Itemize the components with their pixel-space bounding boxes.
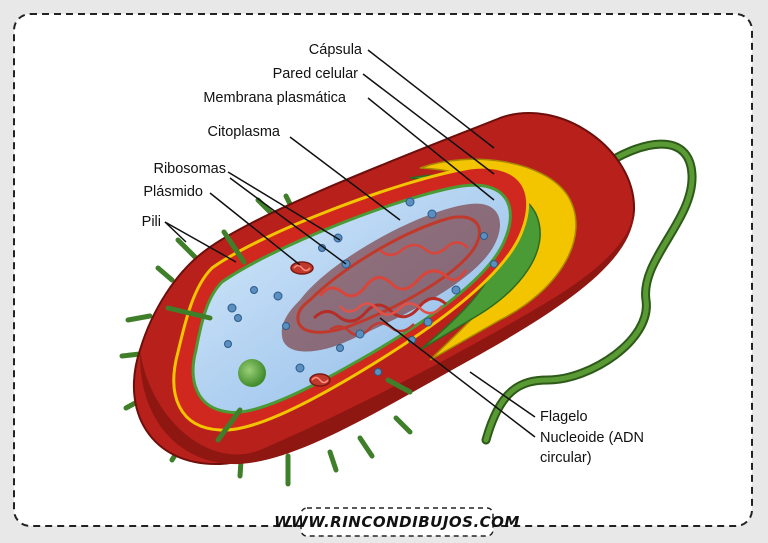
- label-capsula: Cápsula: [309, 42, 363, 58]
- label-plasmido: Plásmido: [143, 184, 203, 200]
- label-pili: Pili: [142, 214, 161, 230]
- leader-lines: [164, 49, 536, 438]
- label-nucleoide-line1: Nucleoide (ADN: [540, 430, 644, 446]
- footer-website: WWW.RINCONDIBUJOS.COM: [274, 513, 520, 531]
- label-nucleoide-line2: circular): [540, 450, 592, 466]
- label-citoplasma: Citoplasma: [207, 124, 280, 140]
- storage-granule: [238, 359, 266, 387]
- label-membrana-plasmatica: Membrana plasmática: [203, 90, 347, 106]
- footer-box: [300, 507, 494, 537]
- label-pared-celular: Pared celular: [273, 66, 359, 82]
- plasmid: [290, 261, 331, 387]
- label-ribosomas: Ribosomas: [153, 161, 226, 177]
- label-flagelo: Flagelo: [540, 409, 588, 425]
